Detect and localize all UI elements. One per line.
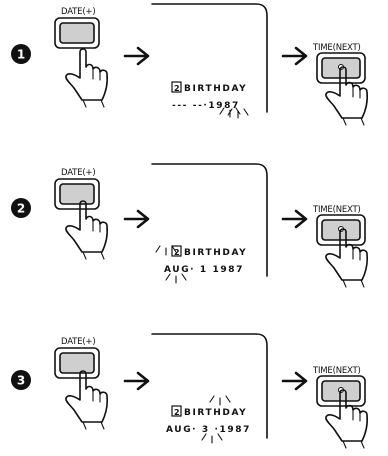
blink-rays-icon: [201, 433, 223, 444]
pointing-hand-icon: [65, 48, 109, 108]
lcd-icon-number: 2: [174, 248, 181, 257]
lcd-line-2: AUG· 1 1987: [164, 265, 244, 275]
button-label: TIME(NEXT): [312, 366, 361, 376]
button-label: TIME(NEXT): [312, 43, 361, 53]
step-1: 1 DATE(+) 2 BIRTHDAY --- --·1987 TIME(NE…: [11, 3, 369, 126]
step-number: 3: [17, 374, 25, 388]
step-2: 2 DATE(+) 2 BIRTHDAY AUG· 1 1987 TIME(NE…: [11, 163, 369, 288]
blink-rays-icon: [155, 245, 177, 256]
step-number-badge: [11, 370, 31, 390]
lcd-line-2: --- --·1987: [172, 101, 240, 111]
lcd-line-1: BIRTHDAY: [184, 84, 247, 94]
lcd-line-1: BIRTHDAY: [184, 248, 247, 258]
time-next-button[interactable]: TIME(NEXT): [312, 205, 366, 246]
step-3: 3 DATE(+) 2 BIRTHDAY AUG· 3 ·1987 TIME(N…: [11, 333, 369, 449]
lcd-icon-number: 2: [174, 408, 181, 417]
button-label: TIME(NEXT): [312, 205, 361, 215]
lcd-display: 2 BIRTHDAY AUG· 1 1987: [151, 163, 268, 284]
right-arrow-icon: [123, 371, 150, 391]
right-arrow-icon: [281, 209, 308, 229]
lcd-display: 2 BIRTHDAY AUG· 3 ·1987: [151, 333, 268, 444]
blink-rays-icon: [165, 273, 187, 284]
date-plus-button[interactable]: DATE(+): [54, 7, 100, 49]
step-number: 1: [17, 48, 25, 62]
button-label: DATE(+): [61, 337, 95, 347]
button-label: DATE(+): [61, 168, 95, 178]
lcd-display: 2 BIRTHDAY --- --·1987: [151, 3, 268, 119]
right-arrow-icon: [281, 371, 308, 391]
pointing-hand-icon: [65, 370, 109, 430]
lcd-line-1: BIRTHDAY: [184, 408, 247, 418]
step-number-badge: [11, 44, 31, 64]
blink-rays-icon: [209, 395, 231, 406]
date-plus-button[interactable]: DATE(+): [54, 168, 100, 210]
time-next-button[interactable]: TIME(NEXT): [312, 43, 366, 84]
lcd-icon-number: 2: [174, 84, 181, 93]
step-number-badge: [11, 198, 31, 218]
lcd-line-2: AUG· 3 ·1987: [166, 425, 251, 435]
right-arrow-icon: [281, 46, 308, 66]
right-arrow-icon: [123, 209, 150, 229]
button-label: DATE(+): [61, 7, 95, 17]
step-number: 2: [17, 202, 25, 216]
date-plus-button[interactable]: DATE(+): [54, 337, 100, 379]
time-next-button[interactable]: TIME(NEXT): [312, 366, 366, 407]
right-arrow-icon: [123, 46, 150, 66]
